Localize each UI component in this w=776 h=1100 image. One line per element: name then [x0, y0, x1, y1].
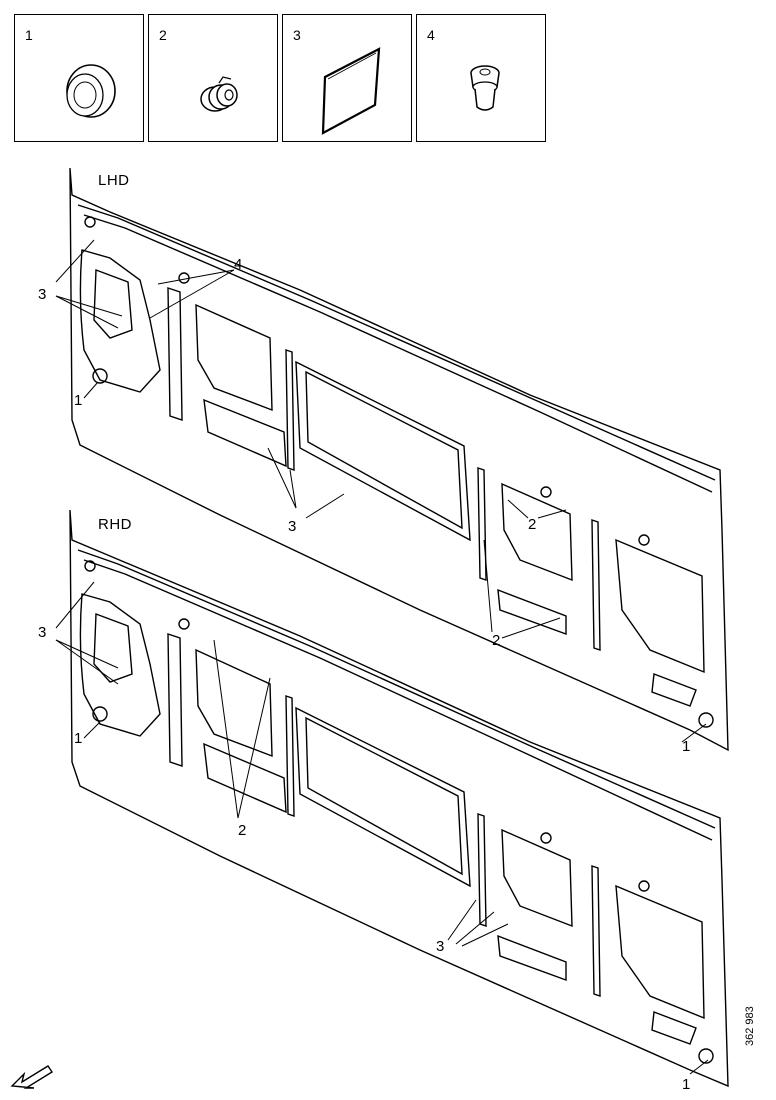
part-box-1: 1	[14, 14, 144, 142]
part-number: 4	[427, 27, 435, 43]
rhd-callout-pad-left: 3	[38, 624, 47, 641]
rhd-callout-plug-right: 1	[682, 1076, 691, 1093]
part-box-4: 4	[416, 14, 546, 142]
lhd-callout-pad-center: 3	[288, 518, 297, 535]
callout-leaders	[55, 239, 709, 1075]
part-box-2: 2	[148, 14, 278, 142]
lhd-view-label: LHD	[98, 172, 130, 189]
part-number: 1	[25, 27, 33, 43]
part-box-3: 3	[282, 14, 412, 142]
rhd-callout-plug-left: 1	[74, 730, 83, 747]
lhd-callout-plug-left: 1	[74, 392, 83, 409]
rhd-callout-plug-right-upper: 1	[682, 738, 691, 755]
lhd-callout-buffer: 4	[234, 256, 243, 273]
part-number: 3	[293, 27, 301, 43]
rubber-buffer-icon	[470, 65, 500, 111]
grommet-clip-icon	[200, 76, 238, 112]
lhd-callout-pad-left: 3	[38, 286, 47, 303]
rhd-callout-pad-right: 3	[436, 938, 445, 955]
plug-icon	[66, 64, 116, 118]
lhd-callout-clip-lower: 2	[492, 632, 501, 649]
front-direction-arrow-icon	[10, 1065, 53, 1089]
part-number: 2	[159, 27, 167, 43]
reference-code: 362 983	[744, 1006, 756, 1046]
lhd-panel-drawing	[69, 167, 729, 752]
rhd-view-label: RHD	[98, 516, 132, 533]
rhd-callout-clip: 2	[238, 822, 247, 839]
rhd-panel-drawing	[69, 509, 729, 1088]
sealing-pad-icon	[321, 47, 381, 135]
lhd-callout-clip-right: 2	[528, 516, 537, 533]
